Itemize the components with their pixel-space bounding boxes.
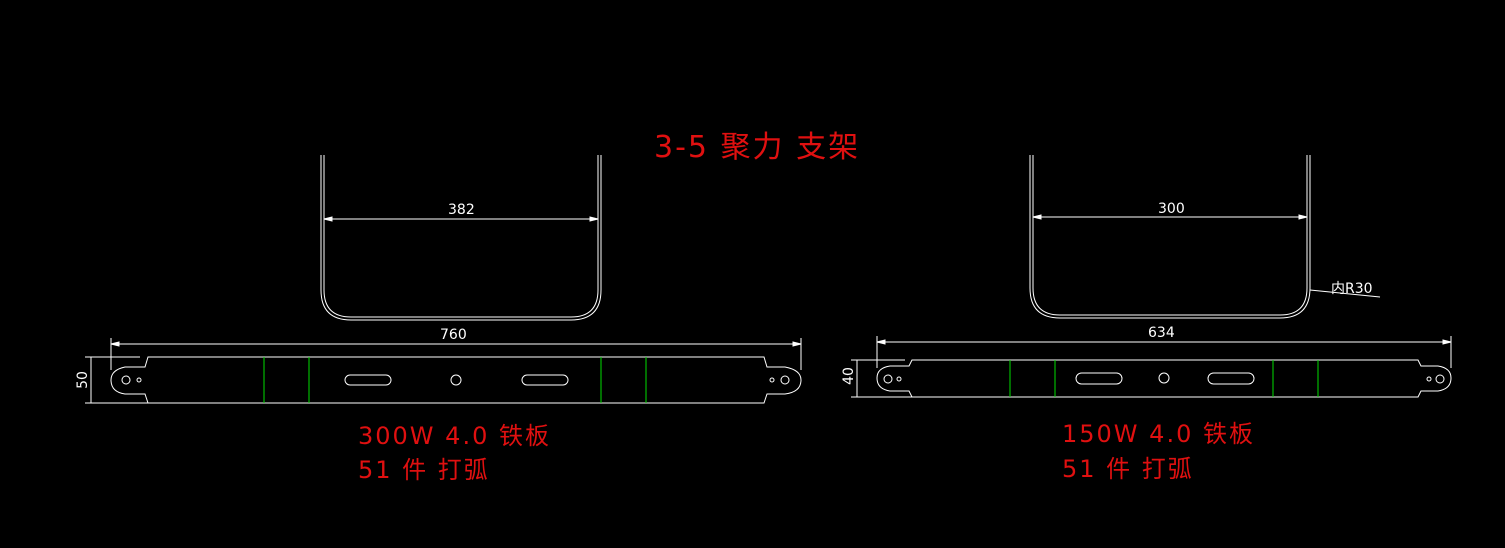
left-flat-pattern [85, 338, 802, 404]
right-width-dimension: 300 [1158, 201, 1185, 217]
left-length-dimension: 760 [440, 327, 467, 343]
left-bent-profile [320, 155, 602, 321]
left-width-dimension: 382 [448, 202, 475, 218]
right-flat-pattern [851, 336, 1452, 398]
left-height-dimension: 50 [74, 371, 91, 389]
right-note-line2: 51 件 打弧 [1062, 455, 1194, 483]
left-note-line2: 51 件 打弧 [358, 456, 490, 484]
drawing-title: 3-5 聚力 支架 [654, 130, 861, 165]
left-note-line1: 300W 4.0 铁板 [358, 422, 551, 450]
inner-radius-label: 内R30 [1331, 281, 1373, 297]
right-note-line1: 150W 4.0 铁板 [1062, 420, 1255, 448]
right-length-dimension: 634 [1148, 325, 1175, 341]
right-bent-profile [1029, 155, 1381, 319]
right-height-dimension: 40 [840, 367, 857, 385]
